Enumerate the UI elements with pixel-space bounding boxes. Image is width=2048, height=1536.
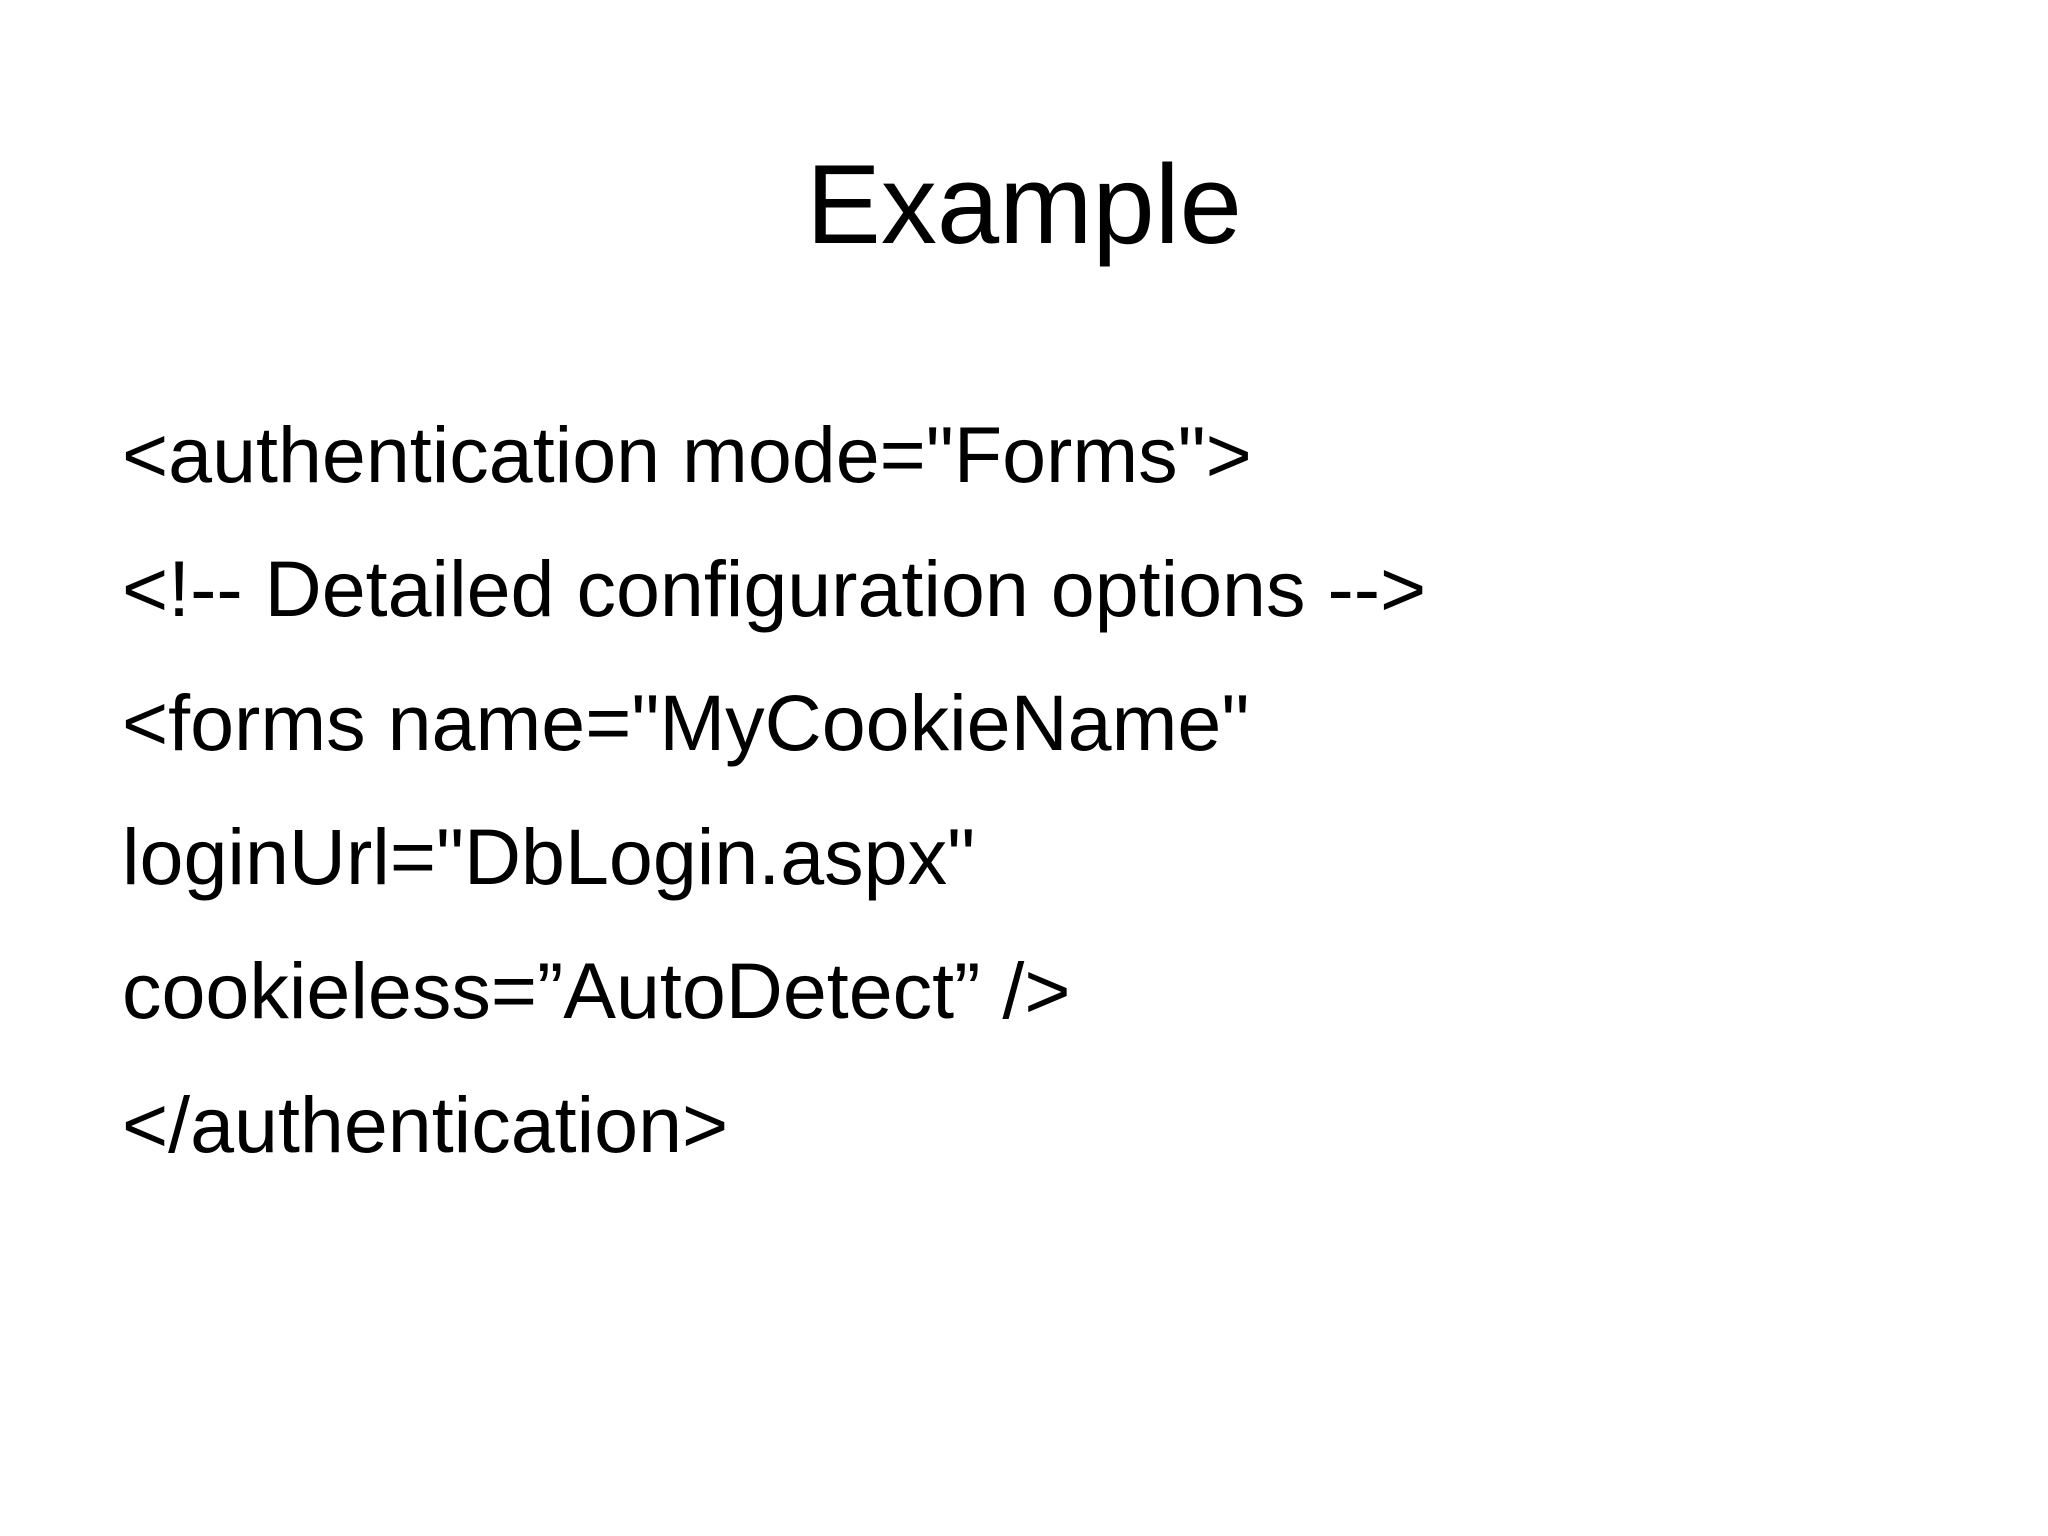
code-line-authentication-open: <authentication mode="Forms"> xyxy=(122,410,1252,499)
code-line-cookieless: cookieless=”AutoDetect” /> xyxy=(122,946,1071,1035)
code-line-authentication-close: </authentication> xyxy=(122,1080,729,1169)
slide-body: <authentication mode="Forms"> <!-- Detai… xyxy=(122,388,1972,1192)
code-line-comment: <!-- Detailed configuration options --> xyxy=(122,544,1427,633)
code-line-login-url: loginUrl="DbLogin.aspx" xyxy=(122,812,976,901)
code-line-forms-name: <forms name="MyCookieName" xyxy=(122,678,1250,767)
slide-title: Example xyxy=(806,142,1242,267)
